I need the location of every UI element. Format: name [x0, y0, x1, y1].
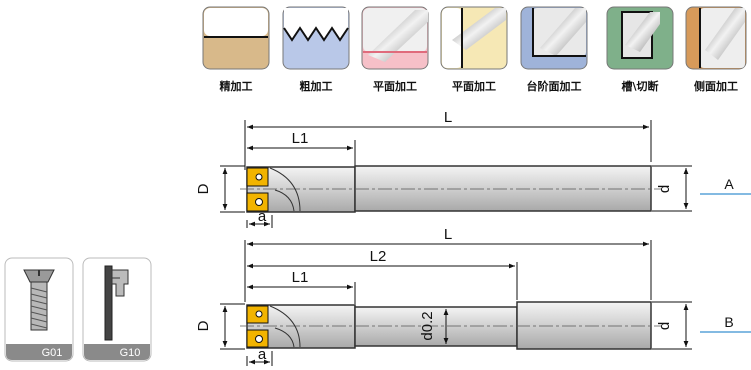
dim-d-bottom: d: [656, 322, 673, 330]
dim-L1-top: L1: [292, 130, 309, 147]
dim-L2-bottom: L2: [370, 248, 387, 265]
part-label-g10: G10: [120, 347, 141, 359]
dim-d-top: d: [656, 185, 673, 193]
icon-face-milling-2: [440, 6, 508, 70]
dim-d02: d0.2: [419, 311, 436, 340]
dim-D-top: D: [195, 183, 212, 194]
dim-L-bottom: L: [444, 226, 452, 243]
icon-face-milling-1: [361, 6, 429, 70]
icon-side-milling: [685, 6, 747, 70]
part-wrench-g10: G10: [82, 257, 152, 362]
caption-shoulder-milling: 台阶面加工: [527, 79, 582, 93]
type-a-label: A: [724, 176, 734, 192]
caption-roughing: 粗加工: [300, 79, 333, 93]
dim-L-top: L: [444, 109, 452, 126]
caption-face-milling-1: 平面加工: [373, 79, 417, 93]
icon-finishing: [202, 6, 270, 70]
caption-finishing: 精加工: [220, 79, 253, 93]
caption-grooving: 槽\切断: [621, 79, 658, 93]
operation-icons: [202, 6, 747, 70]
dim-a-top: a: [258, 208, 267, 225]
icon-grooving: [606, 6, 674, 70]
operation-captions: 精加工 粗加工 平面加工 平面加工 台阶面加工 槽\切断 侧面加工: [220, 79, 739, 93]
tool-b-drawing: L L2 L1 D d0.2 a d: [195, 226, 751, 366]
icon-shoulder-milling: [520, 6, 588, 70]
caption-face-milling-2: 平面加工: [452, 79, 496, 93]
dim-a-bottom: a: [258, 346, 267, 363]
part-label-g01: G01: [42, 347, 63, 359]
dim-L1-bottom: L1: [292, 269, 309, 286]
part-screw-g01: G01: [4, 257, 74, 362]
dim-D-bottom: D: [195, 320, 212, 331]
icon-roughing: [282, 6, 350, 70]
tool-a-drawing: L L1 D a d A: [195, 109, 751, 228]
type-b-label: B: [724, 314, 733, 330]
caption-side-milling: 侧面加工: [694, 79, 738, 93]
